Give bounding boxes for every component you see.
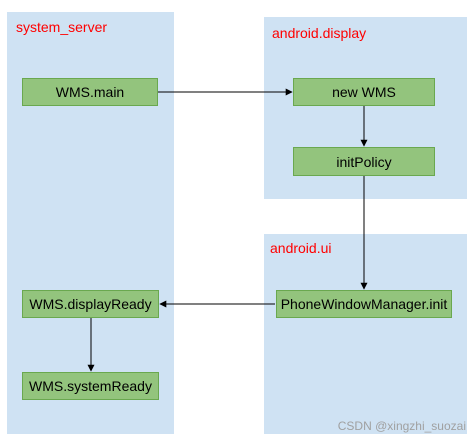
node-wms-main: WMS.main [22,78,158,106]
node-init-policy: initPolicy [293,147,435,176]
node-wms-system-ready: WMS.systemReady [22,372,159,400]
node-wms-display-ready: WMS.displayReady [22,290,159,318]
lane-title-android-display: android.display [272,25,367,41]
node-new-wms: new WMS [293,78,435,106]
watermark: CSDN @xingzhi_suozai [337,419,466,433]
lane-android-ui [264,234,467,434]
node-phone-window-manager-init: PhoneWindowManager.init [276,290,452,318]
lane-title-system-server: system_server [16,19,108,35]
lane-title-android-ui: android.ui [270,240,332,256]
